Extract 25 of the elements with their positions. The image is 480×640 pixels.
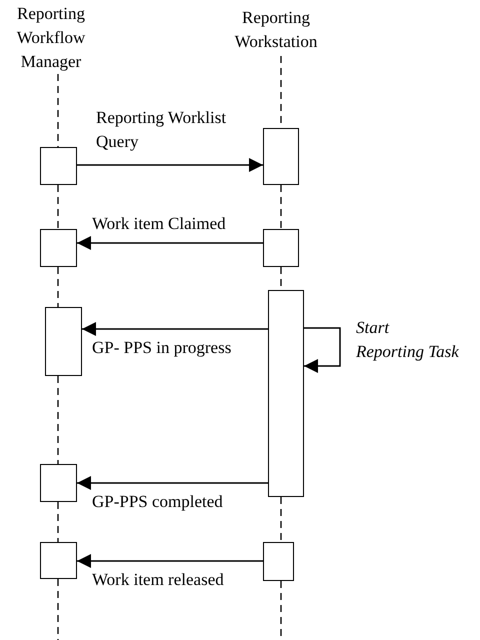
- activation-box: [268, 290, 304, 497]
- activation-box: [45, 307, 82, 376]
- message-arrow: [77, 476, 268, 490]
- lifeline: [57, 579, 59, 640]
- lifeline-header: Reporting Workstation: [218, 6, 334, 56]
- message-arrow: [77, 236, 263, 250]
- activation-box: [263, 542, 294, 581]
- lifeline: [57, 267, 59, 307]
- message-arrow: [77, 158, 263, 172]
- lifeline: [57, 74, 59, 147]
- self-message-arrow: [304, 327, 341, 373]
- activation-box: [40, 147, 77, 185]
- activation-box: [40, 464, 77, 502]
- lifeline: [57, 376, 59, 464]
- lifeline-header: Reporting Workflow Manager: [4, 2, 98, 74]
- activation-box: [40, 229, 77, 267]
- message-arrow: [77, 554, 263, 568]
- lifeline: [280, 185, 282, 229]
- activation-box: [263, 229, 299, 267]
- lifeline: [280, 497, 282, 542]
- lifeline: [57, 185, 59, 229]
- message-arrow: [82, 322, 268, 336]
- activation-box: [263, 128, 299, 185]
- lifeline: [57, 502, 59, 542]
- activation-box: [40, 542, 77, 579]
